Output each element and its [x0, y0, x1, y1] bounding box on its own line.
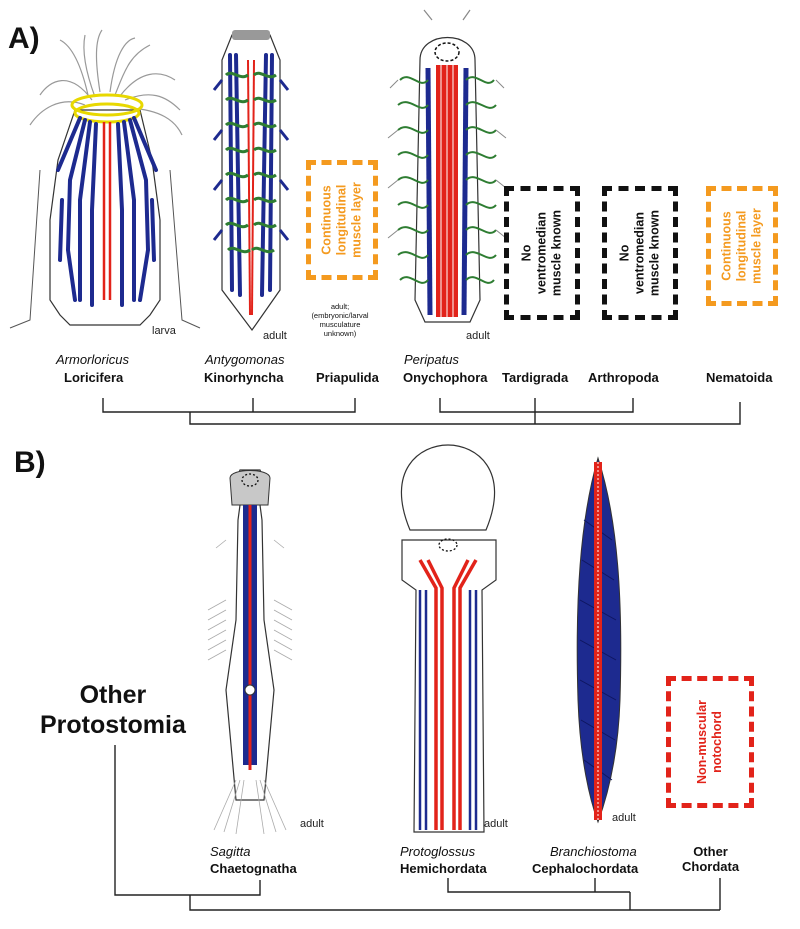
arthropoda-taxon: Arthropoda	[588, 370, 659, 385]
priapulida-note: adult; (embryonic/larval musculature unk…	[311, 302, 369, 338]
panel-b-cladogram	[114, 745, 721, 911]
chaetognatha-species: Sagitta	[210, 844, 251, 859]
loricifera-species: Armorloricus	[56, 352, 129, 367]
other-chordata-label: Other Chordata	[682, 844, 740, 874]
panel-a-cladogram	[102, 398, 741, 425]
cephalochordata-stage: adult	[612, 812, 636, 824]
hemichordata-taxon: Hemichordata	[400, 861, 487, 876]
loricifera-larva-drawing	[9, 29, 201, 329]
chaetognatha-taxon: Chaetognatha	[210, 861, 297, 876]
arthropoda-muscle-box: No ventromedian muscle known	[602, 186, 678, 320]
hemichordata-stage: adult	[484, 818, 508, 830]
kinorhyncha-species: Antygomonas	[205, 352, 285, 367]
loricifera-taxon: Loricifera	[64, 370, 124, 385]
panel-a-label: A)	[8, 22, 40, 55]
onychophora-species: Peripatus	[404, 352, 459, 367]
kinorhyncha-stage: adult	[263, 330, 287, 342]
nematoida-muscle-box: Continuous longitudinal muscle layer	[706, 186, 778, 306]
kinorhyncha-adult-drawing	[212, 30, 290, 332]
priapulida-muscle-box: Continuous longitudinal muscle layer	[306, 160, 378, 280]
tardigrada-muscle-box: No ventromedian muscle known	[504, 186, 580, 320]
panel-b-label: B)	[14, 446, 46, 479]
cephalochordata-species: Branchiostoma	[550, 844, 637, 859]
loricifera-stage: larva	[152, 325, 176, 337]
chaetognatha-adult-drawing	[207, 469, 293, 835]
kinorhyncha-taxon: Kinorhyncha	[204, 370, 284, 385]
hemichordata-adult-drawing	[400, 444, 497, 833]
cephalochordata-adult-drawing	[576, 456, 622, 824]
onychophora-taxon: Onychophora	[403, 370, 488, 385]
nematoida-taxon: Nematoida	[706, 370, 773, 385]
cephalochordata-taxon: Cephalochordata	[532, 861, 639, 876]
priapulida-taxon: Priapulida	[316, 370, 379, 385]
onychophora-adult-drawing	[387, 9, 507, 323]
hemichordata-species: Protoglossus	[400, 844, 476, 859]
chaetognatha-stage: adult	[300, 818, 324, 830]
other-protostomia-label: Other Protostomia	[40, 681, 186, 739]
onychophora-stage: adult	[466, 330, 490, 342]
tardigrada-taxon: Tardigrada	[502, 370, 569, 385]
notochord-box: Non-muscular notochord	[666, 676, 754, 808]
